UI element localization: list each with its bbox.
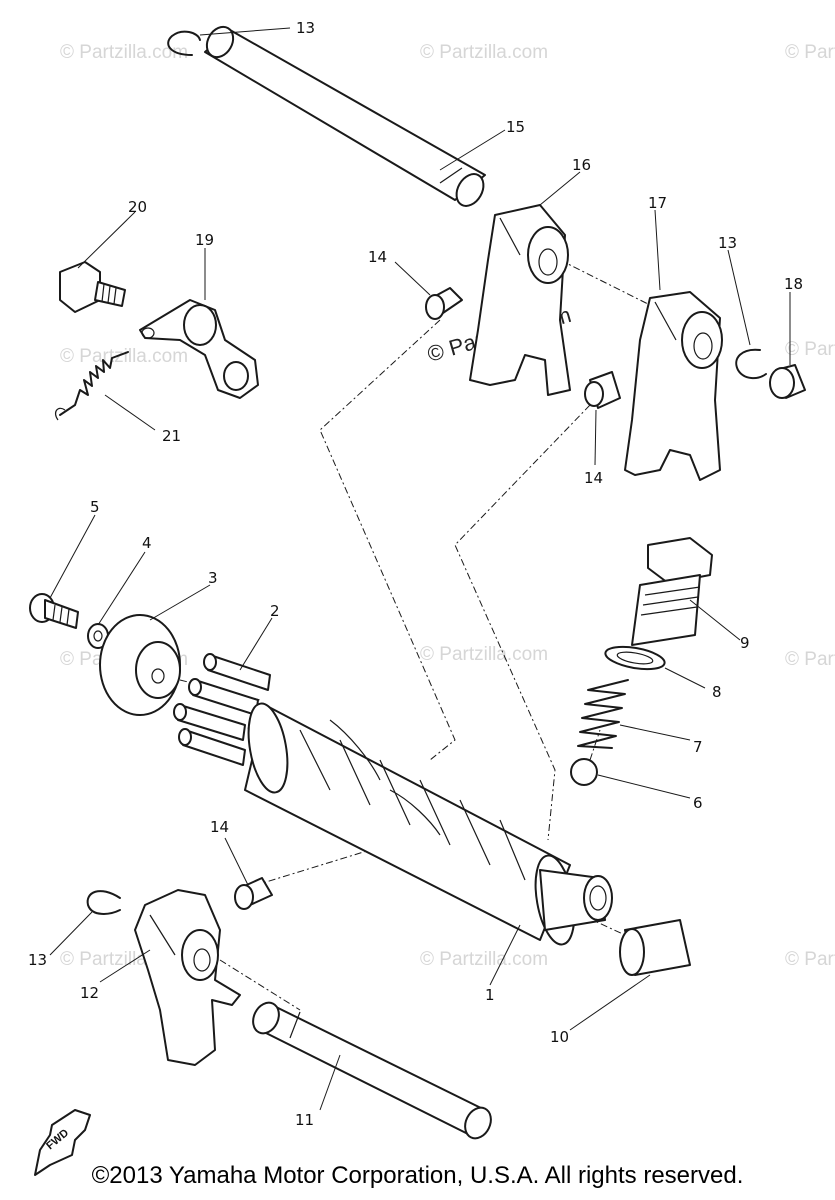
plate-3 xyxy=(99,614,181,716)
callout-18: 18 xyxy=(784,275,803,293)
shift-drum-1 xyxy=(244,702,613,946)
shift-fork-17 xyxy=(624,291,723,481)
circlip-13-bottom xyxy=(86,890,121,915)
bolt-20 xyxy=(59,261,126,313)
callout-2: 2 xyxy=(270,602,280,620)
plug-bolt-9 xyxy=(631,537,713,646)
dowel-pin-14-a xyxy=(425,287,463,320)
callout-14: 14 xyxy=(210,818,229,836)
watermark: © Partzilla.com xyxy=(785,42,835,63)
cap-10 xyxy=(619,919,691,976)
shift-fork-shaft-15 xyxy=(204,25,486,207)
dowel-pin-14-b xyxy=(584,371,621,409)
screw-5 xyxy=(29,593,79,629)
watermark: © Partzilla.com xyxy=(785,649,835,670)
callout-11: 11 xyxy=(295,1111,314,1129)
watermark: © Partzilla.com xyxy=(420,644,548,665)
circlip-13-right xyxy=(735,348,767,380)
callout-14: 14 xyxy=(584,469,603,487)
shift-fork-12 xyxy=(134,889,241,1066)
callout-3: 3 xyxy=(208,569,218,587)
callout-10: 10 xyxy=(550,1028,569,1046)
callout-21: 21 xyxy=(162,427,181,445)
circlip-13-top xyxy=(167,30,201,56)
callout-7: 7 xyxy=(693,738,703,756)
callout-9: 9 xyxy=(740,634,750,652)
spring-7 xyxy=(577,679,629,749)
callout-14: 14 xyxy=(368,248,387,266)
watermark: © Partzilla.com xyxy=(60,346,188,367)
callout-1: 1 xyxy=(485,986,495,1004)
gasket-8 xyxy=(604,645,666,671)
watermark: © Partzilla.com xyxy=(420,42,548,63)
callout-19: 19 xyxy=(195,231,214,249)
watermark: © Partzilla.com xyxy=(785,339,835,360)
watermark: © Partzilla.com xyxy=(60,42,188,63)
callout-12: 12 xyxy=(80,984,99,1002)
callout-15: 15 xyxy=(506,118,525,136)
callout-17: 17 xyxy=(648,194,667,212)
callouts: 13 15 16 17 13 18 14 14 20 19 21 5 4 3 2… xyxy=(28,19,803,1129)
leader-lines xyxy=(49,27,791,1111)
callout-13: 13 xyxy=(28,951,47,969)
callout-13: 13 xyxy=(718,234,737,252)
callout-5: 5 xyxy=(90,498,100,516)
callout-6: 6 xyxy=(693,794,703,812)
watermark: © Partzilla.com xyxy=(420,949,548,970)
shift-fork-16 xyxy=(469,204,571,396)
watermark: © Partzilla.com xyxy=(785,949,835,970)
copyright-notice: ©2013 Yamaha Motor Corporation, U.S.A. A… xyxy=(91,1162,744,1189)
callout-20: 20 xyxy=(128,198,147,216)
cap-18 xyxy=(769,364,806,399)
dowel-pin-14-c xyxy=(234,877,273,910)
stopper-lever-19 xyxy=(139,299,259,399)
callout-13: 13 xyxy=(296,19,315,37)
shift-fork-shaft-11 xyxy=(252,1001,492,1140)
pins-2 xyxy=(173,653,271,766)
spring-21 xyxy=(54,351,129,421)
callout-8: 8 xyxy=(712,683,722,701)
callout-4: 4 xyxy=(142,534,152,552)
ball-6 xyxy=(570,758,598,786)
callout-16: 16 xyxy=(572,156,591,174)
